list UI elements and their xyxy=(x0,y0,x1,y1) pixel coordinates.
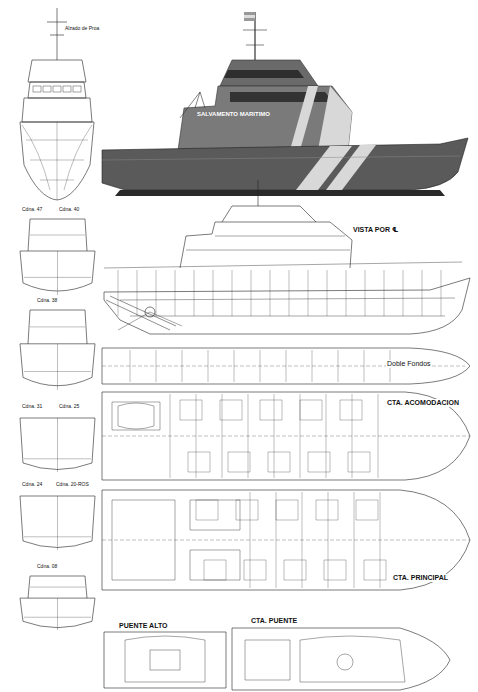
ship-profile-render xyxy=(102,12,468,196)
view-title: PUENTE ALTO xyxy=(118,622,168,630)
frame-label: Cdna. 25 xyxy=(58,404,80,410)
view-title: SALVAMENTO MARITIMO xyxy=(196,111,271,118)
frame-label: Cdna. 08 xyxy=(36,564,58,570)
view-title: VISTA POR ℄ xyxy=(352,226,399,234)
frame-label: Cdna. 38 xyxy=(36,298,58,304)
frame-label: Cdna. 40 xyxy=(58,207,80,213)
inboard-profile xyxy=(104,180,470,334)
frame-sections xyxy=(20,219,95,630)
view-title: CTA. PUENTE xyxy=(250,617,298,625)
frame-label: Cdna. 20-ROS xyxy=(55,482,90,488)
bow-elevation xyxy=(20,8,94,200)
view-title: Doble Fondos xyxy=(386,360,432,368)
view-title: CTA. PRINCIPAL xyxy=(392,574,449,582)
frame-label: Cdna. 47 xyxy=(21,207,43,213)
frame-label: Cdna. 31 xyxy=(21,404,43,410)
deck-plans xyxy=(102,348,470,590)
view-title: CTA. ACOMODACION xyxy=(386,399,460,407)
view-title: Alzado de Proa xyxy=(64,26,100,32)
bridge-plans xyxy=(104,628,450,690)
frame-label: Cdna. 24 xyxy=(21,482,43,488)
